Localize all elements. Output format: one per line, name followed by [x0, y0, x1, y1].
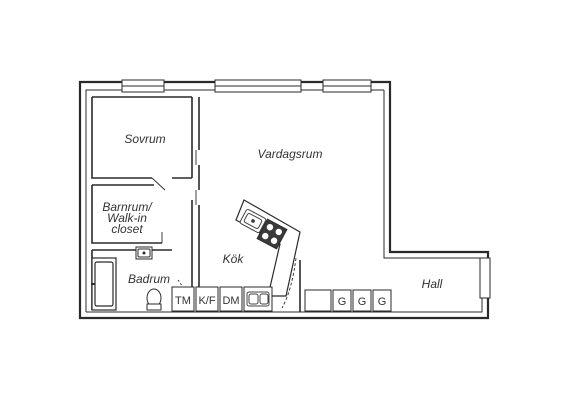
room-labels: Sovrum Vardagsrum Barnrum/ Walk-in close…: [102, 132, 442, 291]
label-barnrum-2: Walk-in: [107, 211, 147, 225]
stove: [256, 218, 288, 250]
windows: [121, 79, 491, 299]
cab-g1: [332, 289, 352, 312]
label-barnrum-1: Barnrum/: [102, 200, 153, 214]
label-hall: Hall: [422, 277, 443, 291]
bathtub: [91, 257, 117, 311]
kitchen-sink-angled: [239, 208, 267, 234]
label-g1: G: [338, 296, 347, 308]
cab-g2: [352, 289, 372, 312]
label-sovrum: Sovrum: [124, 132, 165, 146]
label-vardagsrum: Vardagsrum: [258, 147, 323, 161]
cabinet-labels: TM K/F DM G G G: [175, 295, 386, 308]
toilet: [146, 288, 162, 311]
box-tm: [171, 286, 195, 312]
label-barnrum-3: closet: [111, 222, 143, 236]
label-kok: Kök: [223, 252, 245, 266]
label-g2: G: [358, 296, 367, 308]
cab-g3: [372, 289, 392, 312]
window-hall: [479, 257, 491, 299]
label-g3: G: [378, 296, 387, 308]
door-swing-kok: [281, 257, 297, 309]
label-dm: DM: [222, 295, 239, 307]
label-badrum: Badrum: [128, 272, 170, 286]
box-kf: [195, 286, 219, 312]
bottom-sink: [246, 291, 270, 307]
box-dm: [219, 286, 243, 312]
appliance-boxes: [171, 286, 273, 312]
label-kf: K/F: [198, 295, 215, 307]
hall-cabinets: [304, 289, 392, 312]
bathroom-sink: [135, 246, 153, 260]
label-tm: TM: [175, 295, 191, 307]
exterior-walls: [78, 80, 490, 320]
